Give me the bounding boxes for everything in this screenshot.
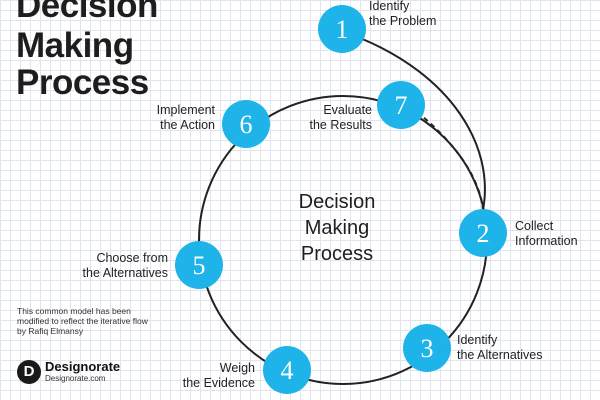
step-label-line: Information [515, 234, 578, 248]
center-title-line: Decision [298, 191, 376, 213]
page-title: Decision Making Process [16, 0, 186, 101]
center-title-line: Making [304, 217, 370, 239]
step-label-3: Identify the Alternatives [457, 333, 542, 363]
title-line: Decision [16, 0, 158, 25]
title-line: Making [16, 26, 134, 65]
step-label-line: the Action [160, 118, 215, 132]
step-number: 5 [193, 251, 206, 280]
step-number: 6 [240, 110, 253, 139]
step-label-line: Evaluate [323, 103, 372, 117]
cycle-arc-top [359, 37, 486, 211]
step-label-6: Implement the Action [130, 103, 215, 133]
logo-mark-icon: D [17, 360, 41, 384]
step-badge-4: 4 [263, 346, 311, 394]
step-label-line: Identify [369, 0, 410, 13]
step-label-line: the Alternatives [457, 348, 543, 362]
step-number: 3 [421, 334, 434, 363]
step-badge-3: 3 [403, 324, 451, 372]
step-badge-7: 7 [377, 81, 425, 129]
step-label-4: Weigh the Evidence [167, 361, 255, 391]
step-badge-5: 5 [175, 241, 223, 289]
step-label-7: Evaluate the Results [286, 103, 372, 133]
iteration-dashed-arc [416, 111, 484, 211]
step-number: 2 [477, 219, 490, 248]
step-label-line: Collect [515, 219, 554, 233]
step-badge-circle [318, 5, 366, 53]
step-badge-circle [377, 81, 425, 129]
step-label-line: the Results [309, 118, 372, 132]
step-badge-2: 2 [459, 209, 507, 257]
attribution-note: This common model has been modified to r… [17, 306, 148, 336]
title-line: Process [16, 63, 149, 102]
logo-name: Designorate [45, 359, 121, 374]
logo-url: Designorate.com [45, 374, 106, 383]
step-number: 1 [336, 15, 349, 44]
step-badge-circle [403, 324, 451, 372]
step-number: 4 [281, 356, 294, 385]
step-badge-circle [175, 241, 223, 289]
step-badge-circle [459, 209, 507, 257]
step-number: 7 [395, 91, 408, 120]
step-label-line: Identify [457, 333, 498, 347]
step-label-line: Weigh [219, 361, 255, 375]
step-label-2: Collect Information [515, 219, 578, 249]
step-label-line: the Problem [369, 14, 437, 28]
step-badge-1: 1 [318, 5, 366, 53]
step-label-line: Implement [156, 103, 215, 117]
step-badge-6: 6 [222, 100, 270, 148]
center-title-line: Process [300, 243, 374, 265]
step-badge-circle [263, 346, 311, 394]
center-title: Decision Making Process [262, 189, 412, 267]
step-label-5: Choose from the Alternatives [60, 251, 168, 281]
step-label-line: the Evidence [182, 376, 255, 390]
step-badge-circle [222, 100, 270, 148]
step-label-line: the Alternatives [82, 266, 168, 280]
step-label-1: Identify the Problem [369, 0, 436, 29]
step-label-line: Choose from [96, 251, 168, 265]
